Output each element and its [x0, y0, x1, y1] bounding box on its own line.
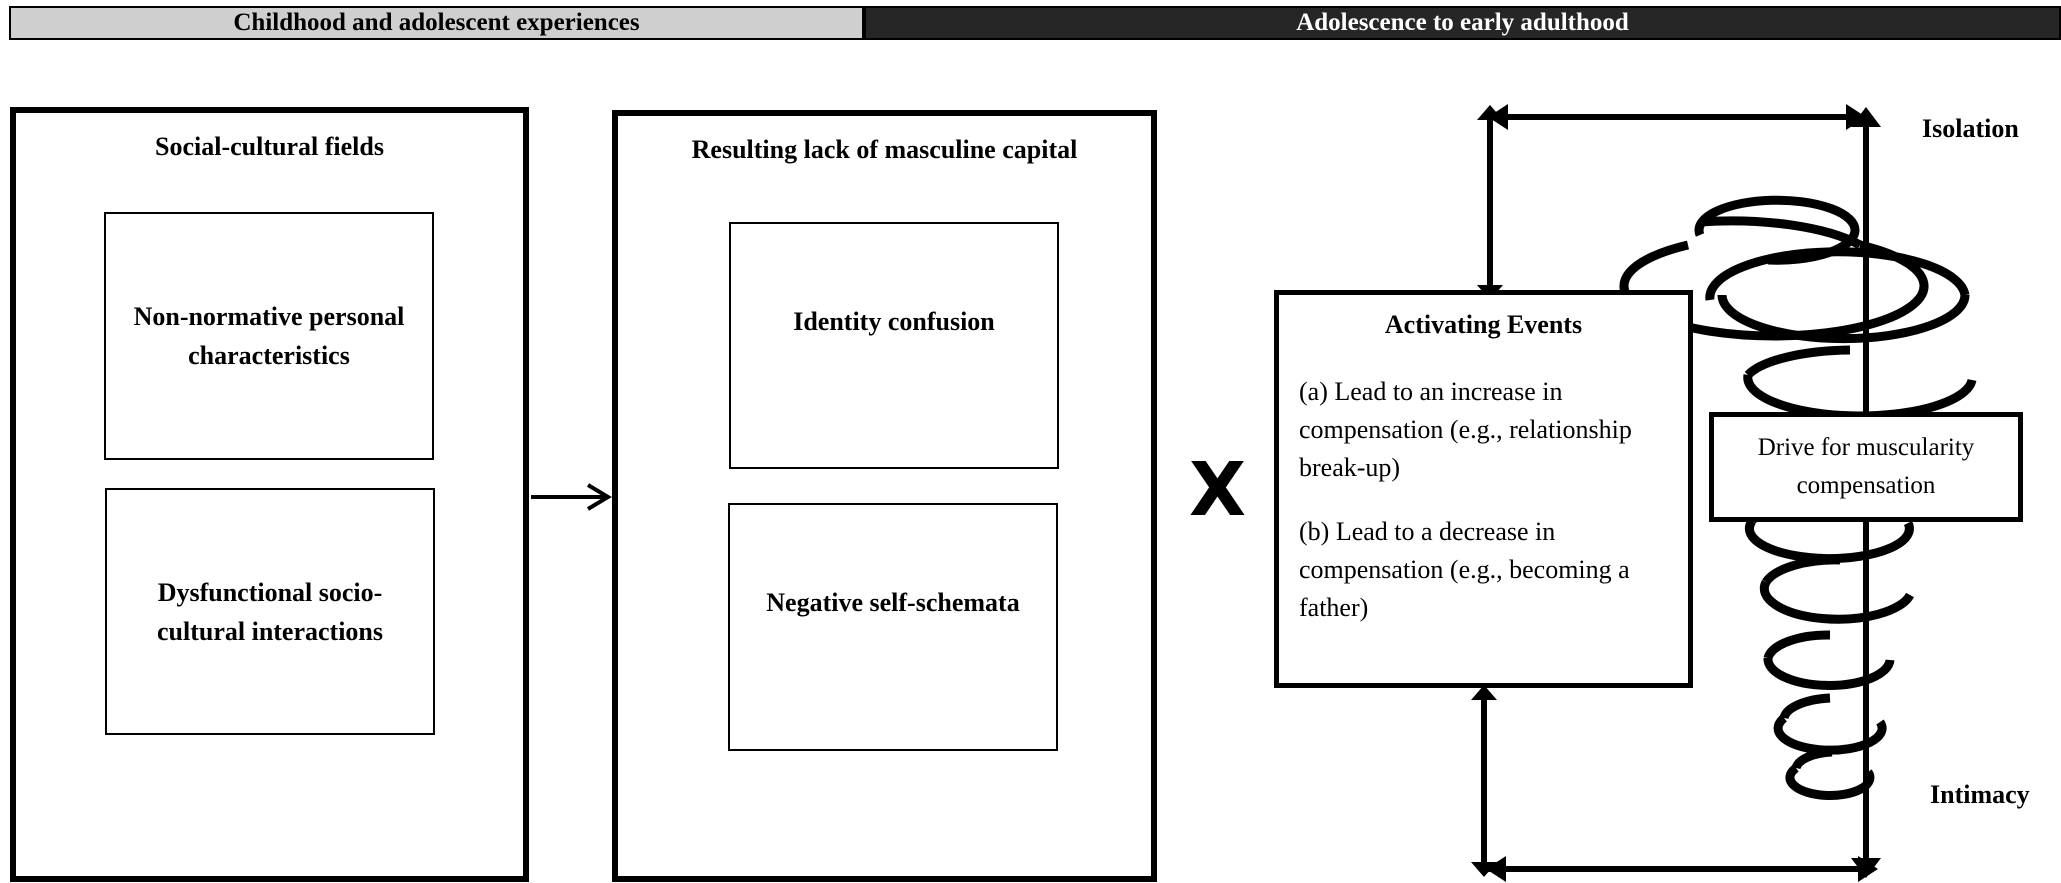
masculine-capital-title: Resulting lack of masculine capital [691, 135, 1078, 164]
header-adolescence: Adolescence to early adulthood [864, 6, 2061, 40]
bottom-feedback-arrow [1471, 685, 1878, 882]
identity-confusion-label: Identity confusion [793, 307, 995, 336]
arrow-to-masculine-capital [531, 483, 612, 511]
header-adolescence-label: Adolescence to early adulthood [1296, 9, 1629, 36]
interaction-operator: X [1189, 447, 1247, 533]
social-cultural-fields-title: Social-cultural fields [155, 132, 384, 161]
masculine-capital-box: Resulting lack of masculine capital [612, 110, 1157, 882]
dysfunctional-box: Dysfunctional socio-cultural interaction… [105, 488, 435, 735]
header-childhood-label: Childhood and adolescent experiences [233, 9, 640, 36]
activating-event-a: (a) Lead to an increase in compensation … [1299, 377, 1632, 482]
negative-self-schemata-label: Negative self-schemata [766, 588, 1020, 617]
dysfunctional-label: Dysfunctional socio-cultural interaction… [156, 577, 384, 646]
activating-events-box: Activating Events (a) Lead to an increas… [1274, 290, 1693, 688]
isolation-label: Isolation [1922, 114, 2019, 143]
drive-for-muscularity-label: Drive for muscularity compensation [1757, 434, 1975, 499]
negative-self-schemata-box: Negative self-schemata [728, 503, 1058, 751]
intimacy-label: Intimacy [1930, 780, 2030, 809]
social-cultural-fields-box: Social-cultural fields [10, 107, 529, 882]
top-feedback-arrow [1477, 104, 1866, 300]
header-childhood: Childhood and adolescent experiences [9, 6, 864, 40]
drive-for-muscularity-box: Drive for muscularity compensation [1709, 412, 2023, 522]
identity-confusion-box: Identity confusion [729, 222, 1059, 469]
non-normative-label: Non-normative personal characteristics [133, 302, 405, 370]
activating-event-b: (b) Lead to a decrease in compensation (… [1299, 517, 1630, 622]
activating-events-title: Activating Events [1384, 310, 1583, 339]
non-normative-box: Non-normative personal characteristics [104, 212, 434, 460]
